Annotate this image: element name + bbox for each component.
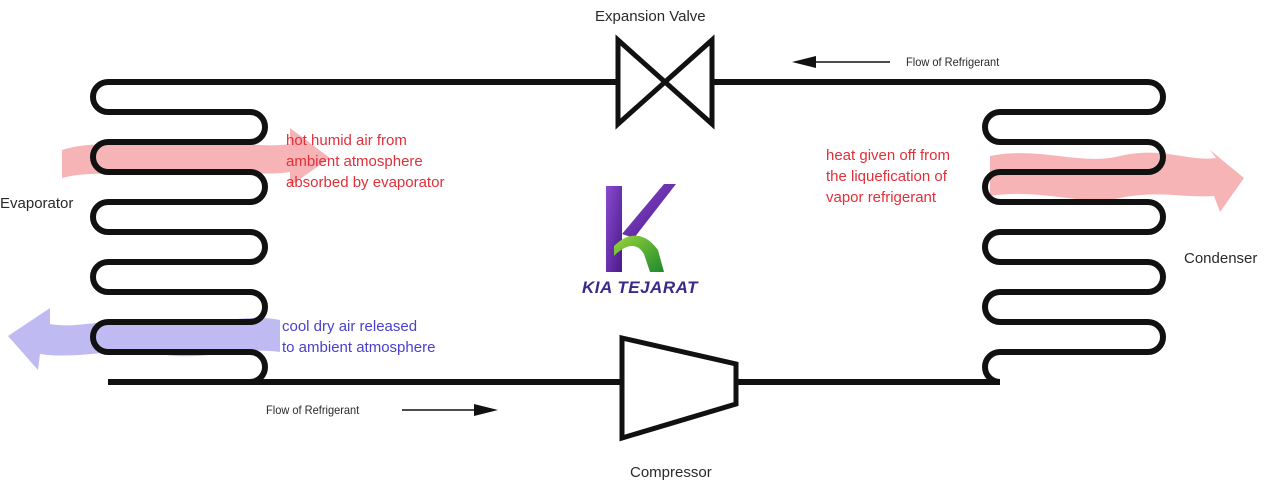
hot-air-note-line: absorbed by evaporator bbox=[286, 174, 445, 191]
compressor-label: Compressor bbox=[630, 464, 712, 481]
expansion-valve-symbol bbox=[615, 34, 715, 130]
hot-air-note-line: ambient atmosphere bbox=[286, 153, 423, 170]
evaporator-label: Evaporator bbox=[0, 195, 74, 212]
condenser-coil bbox=[982, 79, 1166, 385]
evaporator-coil bbox=[90, 79, 268, 385]
heat-given-note: heat given off from the liquefication of… bbox=[826, 145, 950, 208]
brand-name: KIA TEJARAT bbox=[582, 278, 698, 297]
compressor-symbol bbox=[619, 334, 739, 442]
hot-air-note: hot humid air from ambient atmosphere ab… bbox=[286, 130, 444, 193]
flow-label-bottom: Flow of Refrigerant bbox=[266, 403, 360, 417]
heat-given-note-line: the liquefication of bbox=[826, 168, 947, 185]
flow-arrow-top bbox=[792, 56, 890, 68]
heat-output-arrow bbox=[990, 150, 1244, 212]
heat-given-note-line: vapor refrigerant bbox=[826, 189, 937, 206]
k-letter-icon bbox=[606, 184, 676, 272]
flow-arrow-bottom bbox=[402, 404, 498, 416]
cool-air-note-line: to ambient atmosphere bbox=[282, 339, 436, 356]
cool-air-arrow bbox=[8, 308, 280, 370]
flow-label-top: Flow of Refrigerant bbox=[906, 55, 1000, 69]
cool-air-note: cool dry air released to ambient atmosph… bbox=[282, 316, 435, 358]
heat-given-note-line: heat given off from bbox=[826, 147, 950, 164]
kia-tejarat-logo: KIA TEJARAT bbox=[572, 180, 708, 308]
condenser-label: Condenser bbox=[1184, 250, 1258, 267]
expansion-valve-label: Expansion Valve bbox=[595, 8, 706, 25]
cool-air-note-line: cool dry air released bbox=[282, 318, 418, 335]
hot-air-note-line: hot humid air from bbox=[286, 132, 407, 149]
